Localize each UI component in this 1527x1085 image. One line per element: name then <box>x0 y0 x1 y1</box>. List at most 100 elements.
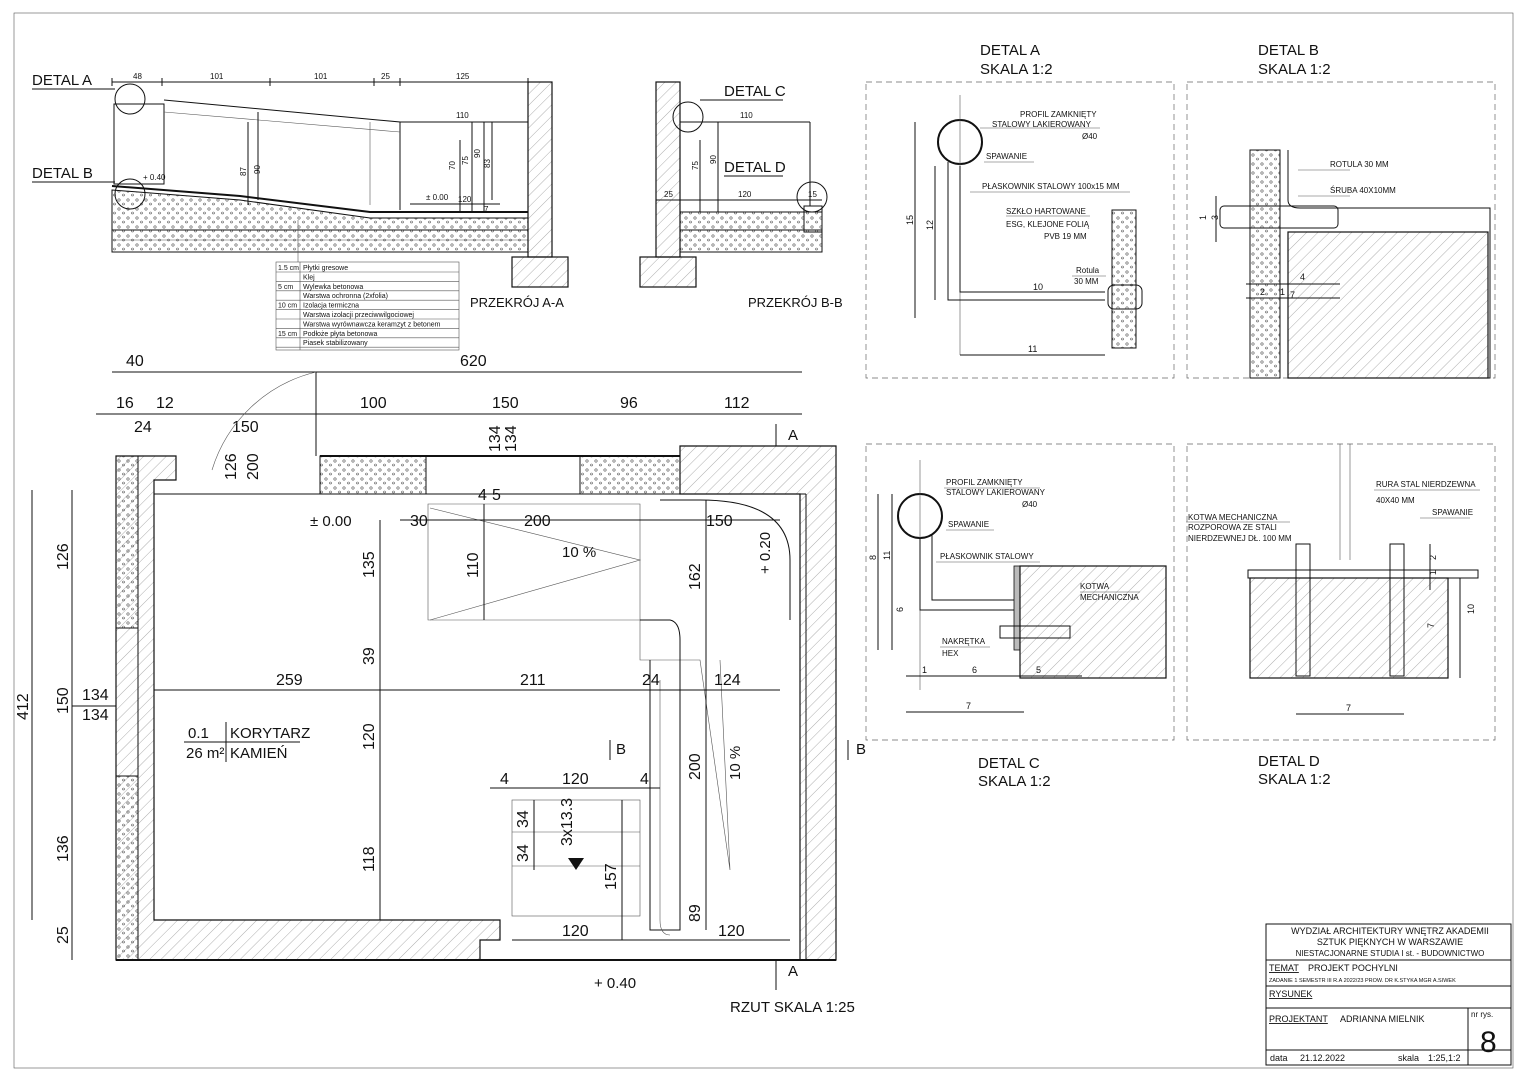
detail-c-title: DETAL C <box>978 755 1040 772</box>
stairs-label: 3x13.3 <box>559 798 576 846</box>
sec-aa-top-dim: 25 <box>381 72 390 81</box>
plan-dim: 157 <box>603 863 620 890</box>
detail-b-label: DETAL B <box>32 165 93 182</box>
plan-dim: 4 <box>640 771 649 788</box>
detail-frames <box>865 81 1496 741</box>
level-mark: ± 0.00 <box>426 193 449 202</box>
det-a-note: STALOWY LAKIEROWANY <box>992 120 1092 129</box>
plan-dim: 620 <box>460 353 487 370</box>
det-c-note: NAKRĘTKA <box>942 637 986 646</box>
plan-dim: 150 <box>706 513 733 530</box>
floor-plan: 40 620 16 12 100 150 96 112 24 150 126 2… <box>15 353 866 1016</box>
plan-dim: 134 <box>503 425 520 452</box>
topic: PROJEKT POCHYLNI <box>1308 963 1398 973</box>
det-d-dim: 10 <box>1466 604 1476 614</box>
det-c-note: SPAWANIE <box>948 520 989 529</box>
plan-dim: 200 <box>524 513 551 530</box>
det-a-note: PVB 19 MM <box>1044 232 1087 241</box>
section-marker: A <box>788 427 798 444</box>
designer: ADRIANNA MIELNIK <box>1340 1014 1425 1024</box>
railing-post <box>113 103 165 185</box>
title-block: WYDZIAŁ ARCHITEKTURY WNĘTRZ AKADEMII SZT… <box>1265 923 1512 1066</box>
stairs <box>511 799 641 917</box>
glass-pane <box>1111 209 1137 349</box>
anchor <box>999 625 1071 639</box>
anchor <box>1295 543 1311 677</box>
room-area: 26 m² <box>186 745 224 762</box>
det-a-note: Rotula <box>1076 266 1100 275</box>
det-a-dim: 10 <box>1033 282 1043 292</box>
section-footing <box>639 256 697 288</box>
section-marker: B <box>616 741 626 758</box>
detail-b-title: DETAL B <box>1258 42 1319 59</box>
det-c-dim: 7 <box>966 701 971 711</box>
sec-bb-dim: 110 <box>740 111 753 120</box>
plan-dim: 120 <box>562 923 589 940</box>
det-c-dim: 6 <box>895 607 905 612</box>
plan-title: RZUT SKALA 1:25 <box>730 999 855 1016</box>
plan-dim: 134 <box>82 707 109 724</box>
plan-dim: 40 <box>126 353 144 370</box>
layer-name: Klej <box>303 274 315 281</box>
plan-dim: 120 <box>562 771 589 788</box>
concrete-slab <box>1249 577 1449 679</box>
designer-label: PROJEKTANT <box>1269 1014 1328 1024</box>
detail-a-title: DETAL A <box>980 42 1040 59</box>
sec-aa-top-dim: 48 <box>133 72 142 81</box>
level-mark: + 0.40 <box>594 975 636 992</box>
det-c-note: STALOWY LAKIEROWANY <box>946 488 1046 497</box>
layer-thickness: 5 cm <box>278 284 293 291</box>
det-a-dim: 15 <box>905 215 915 225</box>
level-mark: ± 0.00 <box>310 513 352 530</box>
layer-name: Warstwa izolacji przeciwwilgociowej <box>303 312 414 319</box>
det-a-note: PŁASKOWNIK STALOWY 100x15 MM <box>982 182 1120 191</box>
sec-aa-dim: 90 <box>253 165 262 174</box>
det-d-note: SPAWANIE <box>1432 508 1473 517</box>
det-c-dim: 5 <box>1036 665 1041 675</box>
sec-bb-dim: 75 <box>691 161 700 170</box>
det-d-dim: 2 <box>1428 555 1438 560</box>
det-c-note: KOTWA <box>1080 582 1110 591</box>
detail-d-callout <box>796 181 828 213</box>
room-number: 0.1 <box>188 725 209 742</box>
det-a-note: SPAWANIE <box>986 152 1027 161</box>
detail-c-label: DETAL C <box>724 83 786 100</box>
school-line-2: SZTUK PIĘKNYCH W WARSZAWIE <box>1317 937 1463 947</box>
detail-c-callout <box>672 101 704 133</box>
layer-name: Wylewka betonowa <box>303 284 363 291</box>
det-c-dim: 1 <box>922 665 927 675</box>
plan-dim: 150 <box>492 395 519 412</box>
detail-c-scale: SKALA 1:2 <box>978 773 1051 790</box>
plan-dim: 100 <box>360 395 387 412</box>
det-a-note: ESG, KLEJONE FOLIĄ <box>1006 220 1090 229</box>
det-b-note: ŚRUBA 40X10MM <box>1330 186 1396 195</box>
layer-name: Warstwa wyrównawcza keramzyt z betonem <box>303 321 441 328</box>
det-a-note: SZKŁO HARTOWANE <box>1006 207 1086 216</box>
det-b-dim: 7 <box>1290 290 1295 300</box>
assignment: ZADANIE 1 SEMESTR III R.A 2022/23 PROW. … <box>1269 978 1456 984</box>
bolt <box>1219 205 1339 229</box>
det-c-note: HEX <box>942 649 959 658</box>
section-marker: B <box>856 741 866 758</box>
school-line-3: NIESTACJONARNE STUDIA I st. - BUDOWNICTW… <box>1296 949 1485 958</box>
plan-dim: 24 <box>134 419 152 436</box>
det-c-note: MECHANICZNA <box>1080 593 1139 602</box>
layer-name: Warstwa ochronna (2xfolia) <box>303 293 388 300</box>
sec-aa-dim: 83 <box>483 159 492 168</box>
det-a-note: PROFIL ZAMKNIĘTY <box>1020 110 1097 119</box>
plan-dim: 4 <box>478 487 487 504</box>
det-b-dim: 3 <box>1210 215 1220 220</box>
section-marker: A <box>788 963 798 980</box>
plan-dim: 34 <box>515 810 532 828</box>
detail-b: DETAL B SKALA 1:2 ROTULA 30 MM ŚRUBA 40X… <box>1198 42 1491 379</box>
slope-label: 10 % <box>562 544 596 561</box>
plan-dim: 200 <box>245 453 262 480</box>
section-aa-title: PRZEKRÓJ A-A <box>470 295 564 310</box>
detail-d-label: DETAL D <box>724 159 786 176</box>
det-d-note: ROZPOROWA ZE STALI <box>1188 523 1277 532</box>
section-footing <box>511 256 569 288</box>
detail-d-scale: SKALA 1:2 <box>1258 771 1331 788</box>
sheet-no-label: nr rys. <box>1471 1010 1493 1019</box>
plan-wall <box>115 455 501 961</box>
